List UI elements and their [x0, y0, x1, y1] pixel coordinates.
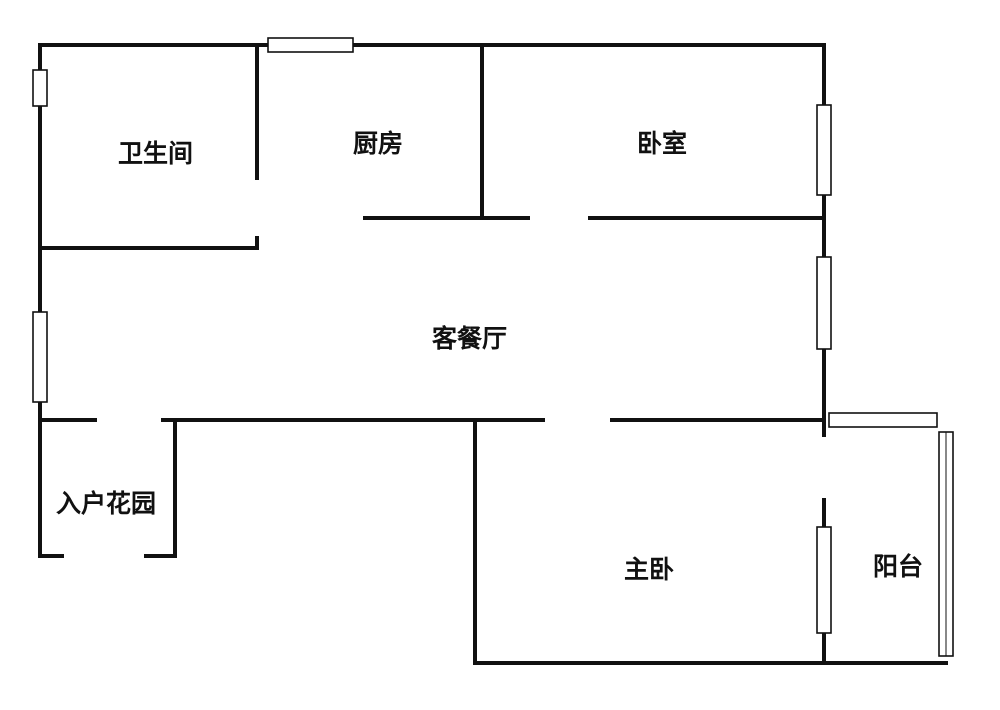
label-bedroom: 卧室	[637, 129, 687, 158]
label-bathroom: 卫生间	[118, 139, 193, 168]
label-master-bedroom: 主卧	[624, 555, 674, 584]
window-bathroom-left	[32, 69, 48, 107]
walls	[38, 43, 948, 665]
label-living-dining: 客餐厅	[432, 324, 507, 353]
window-balcony-top	[828, 412, 938, 428]
label-entry-garden: 入户花园	[56, 489, 156, 518]
window-bedroom-right	[816, 104, 832, 196]
window-living-right	[816, 256, 832, 350]
window-kitchen-top	[267, 37, 354, 53]
window-living-left	[32, 311, 48, 403]
windows	[32, 37, 954, 657]
window-master-balcony	[816, 526, 832, 634]
label-kitchen: 厨房	[353, 129, 403, 158]
label-balcony: 阳台	[873, 552, 923, 581]
room-labels: 卫生间 厨房 卧室 客餐厅 入户花园 主卧 阳台	[56, 129, 923, 584]
